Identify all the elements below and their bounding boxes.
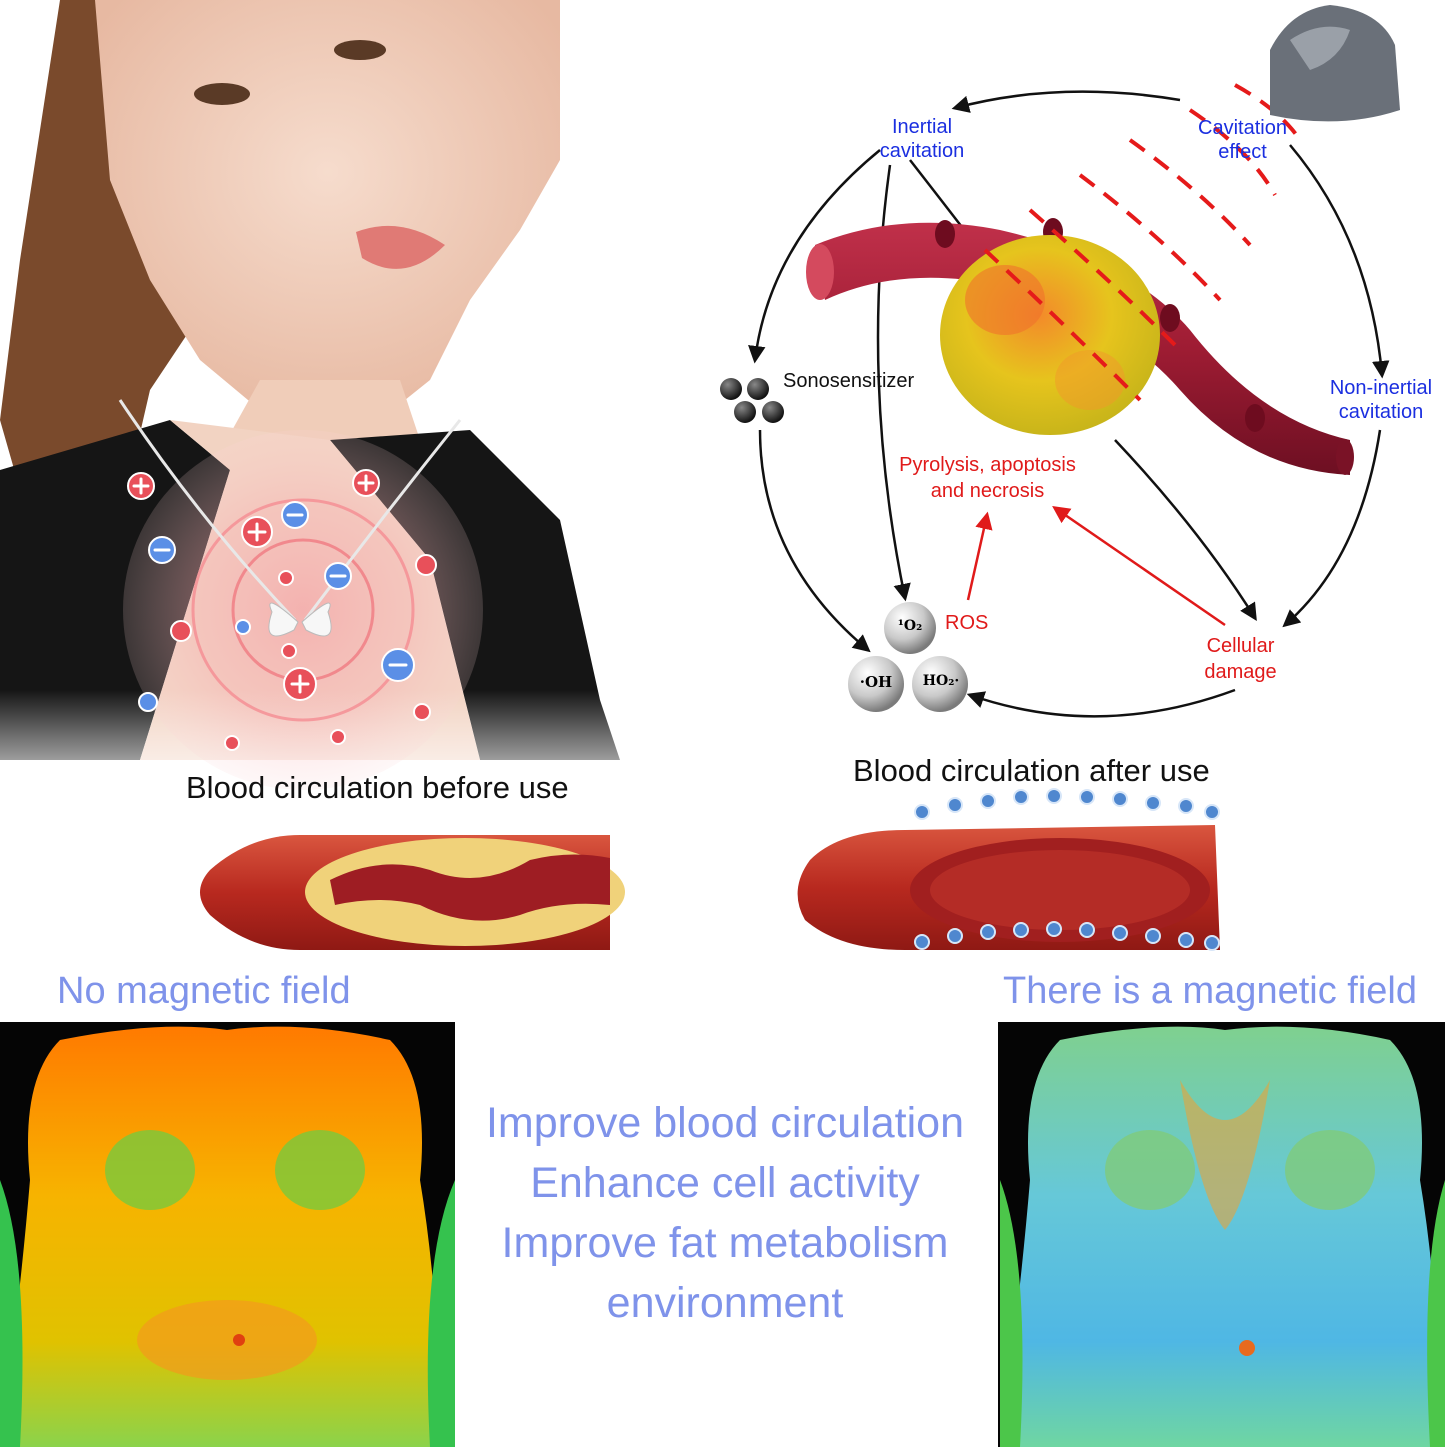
sonosensitizer-label: Sonosensitizer	[783, 370, 915, 392]
benefit-item: environment	[606, 1279, 844, 1327]
hydroperoxyl-label: HO₂·	[922, 673, 960, 689]
thermal-image-no-field	[0, 1022, 455, 1447]
non-inertial-cavitation-line-2: cavitation	[1338, 401, 1424, 423]
benefit-item: Improve fat metabolism	[501, 1219, 949, 1267]
red-arrows	[966, 506, 1226, 627]
cellular-damage-label: Cellular damage	[1188, 633, 1293, 685]
no-magnetic-field-label: No magnetic field	[57, 970, 351, 1012]
cavitation-effect-line-2: effect	[1218, 141, 1267, 163]
negative-charge-icons	[138, 501, 415, 712]
ros-label: ROS	[945, 612, 989, 634]
non-inertial-cavitation-label: Non-inertial cavitation	[1318, 376, 1444, 424]
ros-molecules	[848, 602, 968, 712]
inertial-cavitation-line-1: Inertial	[891, 116, 953, 138]
sonosensitizer-icon	[720, 378, 784, 423]
thermal-image-with-field	[998, 1022, 1445, 1447]
outcome-line-2: and necrosis	[930, 480, 1045, 502]
ion-dots	[914, 788, 1220, 951]
outcome-label: Pyrolysis, apoptosis and necrosis	[875, 452, 1100, 504]
caption-after-use: Blood circulation after use	[853, 753, 1210, 788]
caption-before-use: Blood circulation before use	[186, 770, 569, 805]
vessel-after	[797, 825, 1220, 950]
inertial-cavitation-line-2: cavitation	[879, 140, 965, 162]
non-inertial-cavitation-line-1: Non-inertial	[1329, 377, 1433, 399]
benefits-list: Improve blood circulation Enhance cell a…	[415, 1093, 1035, 1333]
cavitation-effect-line-1: Cavitation	[1198, 117, 1287, 139]
positive-charge-glyphs	[132, 474, 375, 694]
benefit-item: Improve blood circulation	[485, 1099, 965, 1147]
magnetic-aura	[123, 430, 483, 790]
tumor-cluster	[940, 235, 1160, 435]
magnetic-field-label: There is a magnetic field	[1003, 970, 1417, 1012]
inertial-cavitation-label: Inertial cavitation	[862, 115, 982, 163]
benefit-item: Enhance cell activity	[530, 1159, 920, 1207]
positive-charge-icons	[127, 469, 437, 751]
ultrasound-waves	[983, 83, 1302, 402]
negative-charge-glyphs	[153, 513, 408, 667]
vessel-before	[200, 835, 625, 950]
hydroxyl-label: ·OH	[859, 673, 893, 691]
outcome-line-1: Pyrolysis, apoptosis	[899, 454, 1076, 476]
cavitation-effect-label: Cavitation effect	[1185, 116, 1300, 164]
singlet-oxygen-label: ¹O₂	[897, 618, 923, 634]
cellular-damage-line-1: Cellular	[1206, 635, 1275, 657]
cellular-damage-line-2: damage	[1204, 661, 1277, 683]
blood-vessel	[806, 218, 1354, 475]
butterfly-pendant	[118, 399, 462, 637]
rock-icon	[1270, 5, 1400, 122]
